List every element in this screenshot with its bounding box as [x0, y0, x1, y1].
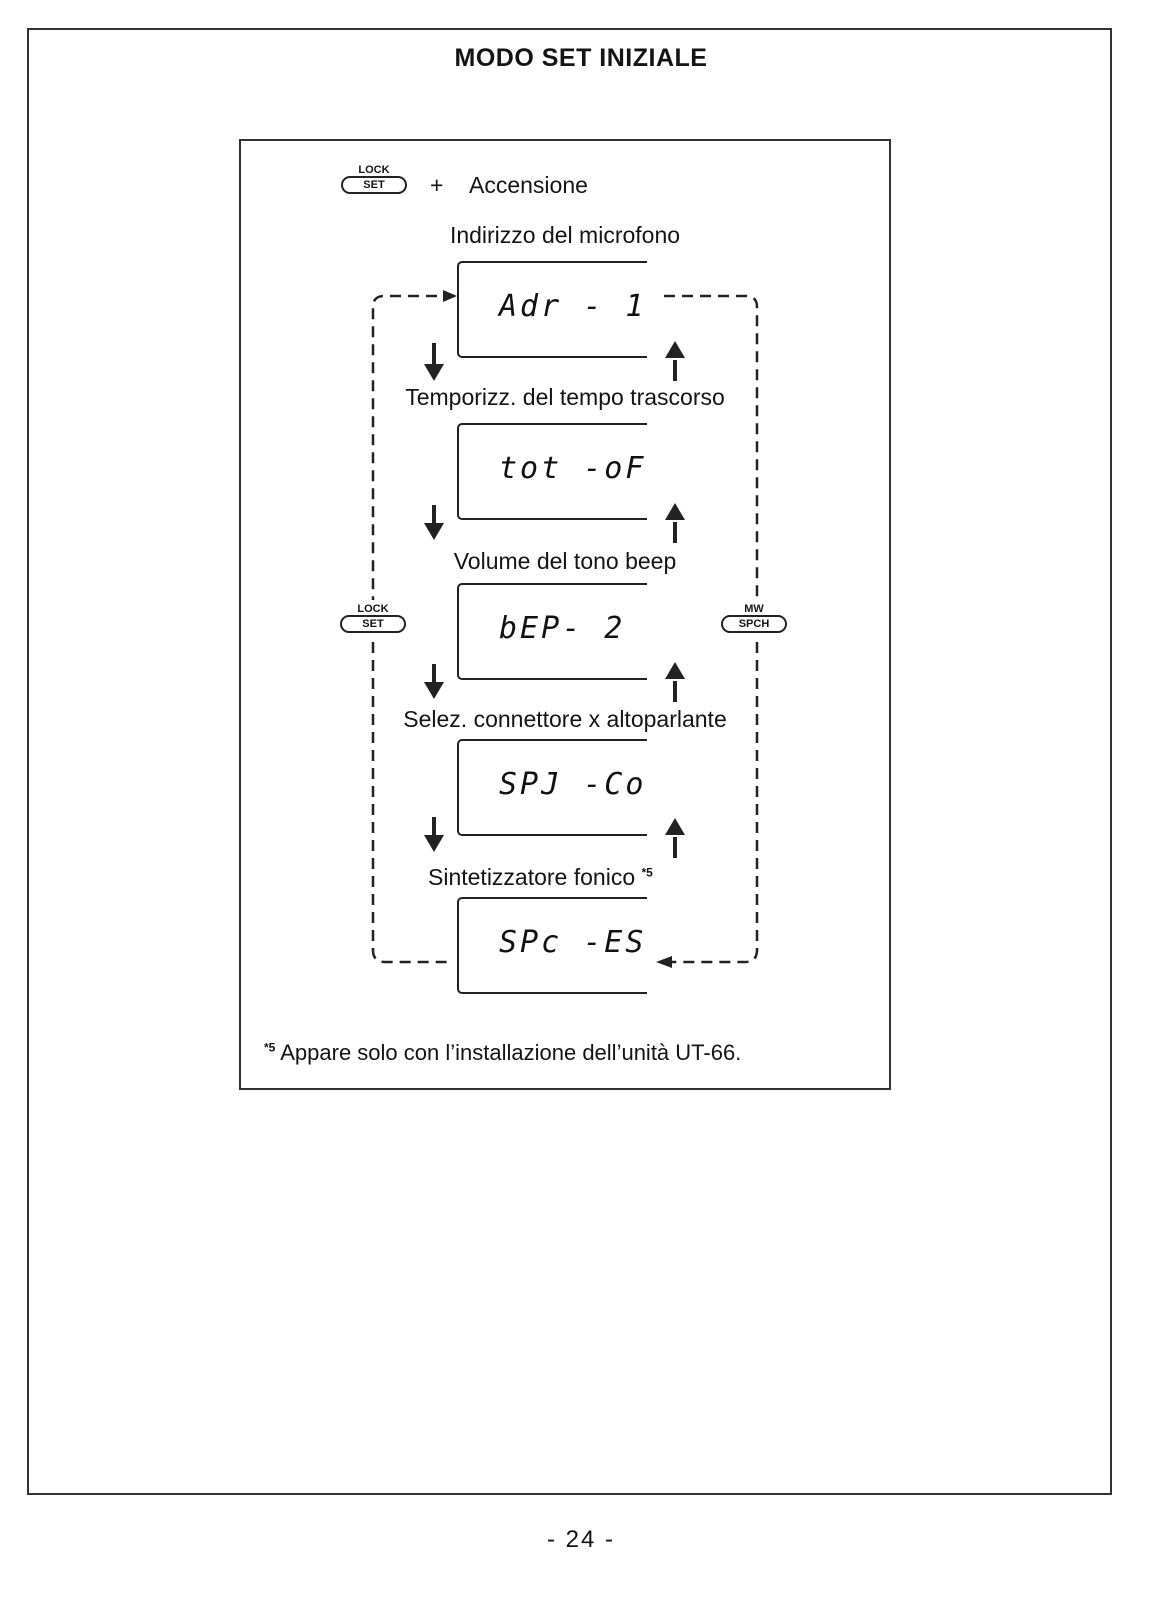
down-arrows — [424, 343, 444, 852]
key-top-label: LOCK — [357, 603, 389, 615]
power-on-label: Accensione — [469, 172, 588, 198]
lock-set-key-left: LOCK SET — [340, 603, 406, 633]
right-loop-line — [664, 294, 759, 600]
key-label: SPCH — [721, 615, 787, 633]
lcd-readout: bEP- 2 — [499, 611, 626, 646]
step-label-mic-address: Indirizzo del microfono — [449, 222, 681, 248]
right-loop-line-lower — [670, 642, 759, 964]
footnote-text: Appare solo con l’installazione dell’uni… — [280, 1040, 742, 1065]
footnote: *5 Appare solo con l’installazione dell’… — [264, 1040, 741, 1066]
footnote-marker: *5 — [264, 1040, 276, 1055]
lock-set-key-start: LOCK SET — [341, 164, 407, 194]
arrow-left-head — [656, 956, 672, 968]
step-label-beep-volume: Volume del tono beep — [453, 548, 677, 574]
page-frame — [27, 28, 1112, 1495]
key-top-label: LOCK — [358, 164, 390, 176]
lcd-display-beep-volume: bEP- 2 — [457, 583, 647, 680]
step-label-text: Sintetizzatore fonico — [428, 864, 636, 890]
key-label: SET — [341, 176, 407, 194]
page-number: - 24 - — [546, 1526, 615, 1553]
lcd-readout: SPc -ES — [499, 925, 647, 960]
step-label-speech-synth: Sintetizzatore fonico *5 — [428, 864, 653, 891]
arrow-right-head — [443, 290, 457, 302]
lcd-display-mic-address: Adr - 1 — [457, 261, 647, 358]
footnote-marker: *5 — [641, 865, 653, 880]
step-label-time-out-timer: Temporizz. del tempo trascorso — [405, 384, 725, 410]
key-label: SET — [340, 615, 406, 633]
step-label-speaker-jack: Selez. connettore x altoparlante — [403, 706, 727, 732]
lcd-display-speech-synth: SPc -ES — [457, 897, 647, 994]
key-top-label: MW — [744, 603, 764, 615]
lcd-readout: Adr - 1 — [499, 289, 647, 324]
diagram-box — [239, 139, 891, 1090]
mw-spch-key-right: MW SPCH — [721, 603, 787, 633]
left-loop-line-lower — [371, 642, 447, 964]
left-loop-line — [371, 294, 455, 600]
lcd-display-speaker-jack: SPJ -Co — [457, 739, 647, 836]
plus-sign: + — [430, 172, 444, 198]
page-title: MODO SET INIZIALE — [454, 44, 708, 72]
lcd-display-time-out-timer: tot -oF — [457, 423, 647, 520]
lcd-readout: SPJ -Co — [499, 767, 647, 802]
lcd-readout: tot -oF — [499, 451, 647, 486]
up-arrows — [665, 341, 685, 858]
